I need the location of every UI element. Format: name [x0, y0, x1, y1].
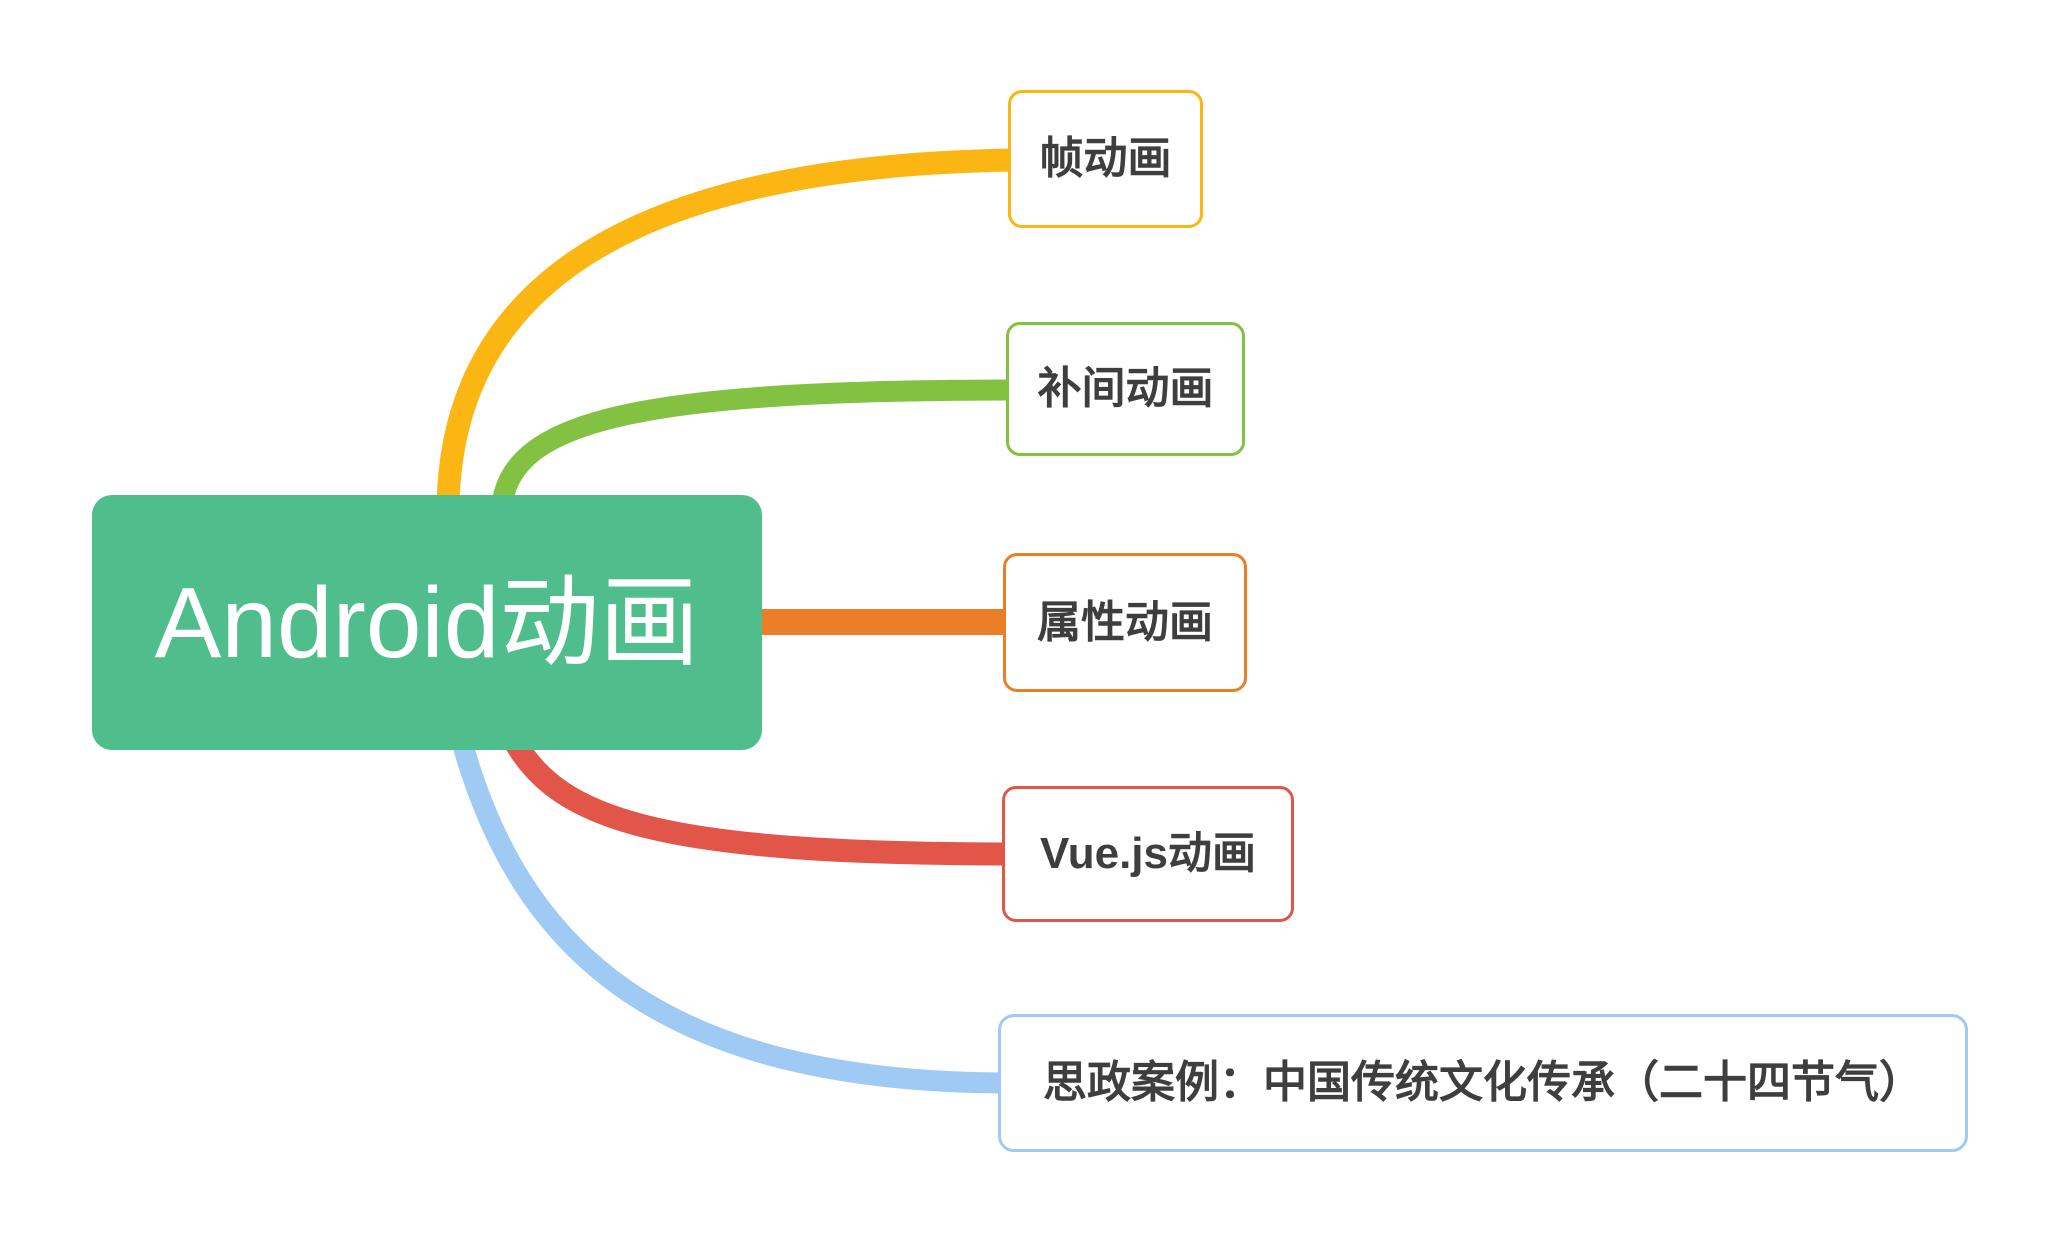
child-node-label: 补间动画 — [1037, 364, 1214, 413]
child-node-label: 属性动画 — [1037, 597, 1213, 647]
child-node-tween-animation[interactable]: 补间动画 — [1006, 322, 1245, 456]
child-node-label: Vue.js动画 — [1040, 829, 1256, 878]
branch-curve-frame-animation — [436, 148, 1021, 509]
branch-curve-vuejs-animation — [505, 736, 1015, 866]
child-node-frame-animation[interactable]: 帧动画 — [1008, 90, 1203, 228]
branch-curve-ideology-case — [451, 739, 1011, 1094]
root-node-label: Android动画 — [154, 566, 700, 679]
child-node-vuejs-animation[interactable]: Vue.js动画 — [1002, 786, 1294, 922]
root-node[interactable]: Android动画 — [92, 495, 762, 750]
child-node-label: 帧动画 — [1039, 134, 1172, 183]
child-node-ideology-case[interactable]: 思政案例：中国传统文化传承（二十四节气） — [998, 1014, 1968, 1152]
branch-curve-tween-animation — [491, 379, 1019, 507]
child-node-label: 思政案例：中国传统文化传承（二十四节气） — [1043, 1058, 1923, 1107]
child-node-property-animation[interactable]: 属性动画 — [1003, 553, 1247, 692]
